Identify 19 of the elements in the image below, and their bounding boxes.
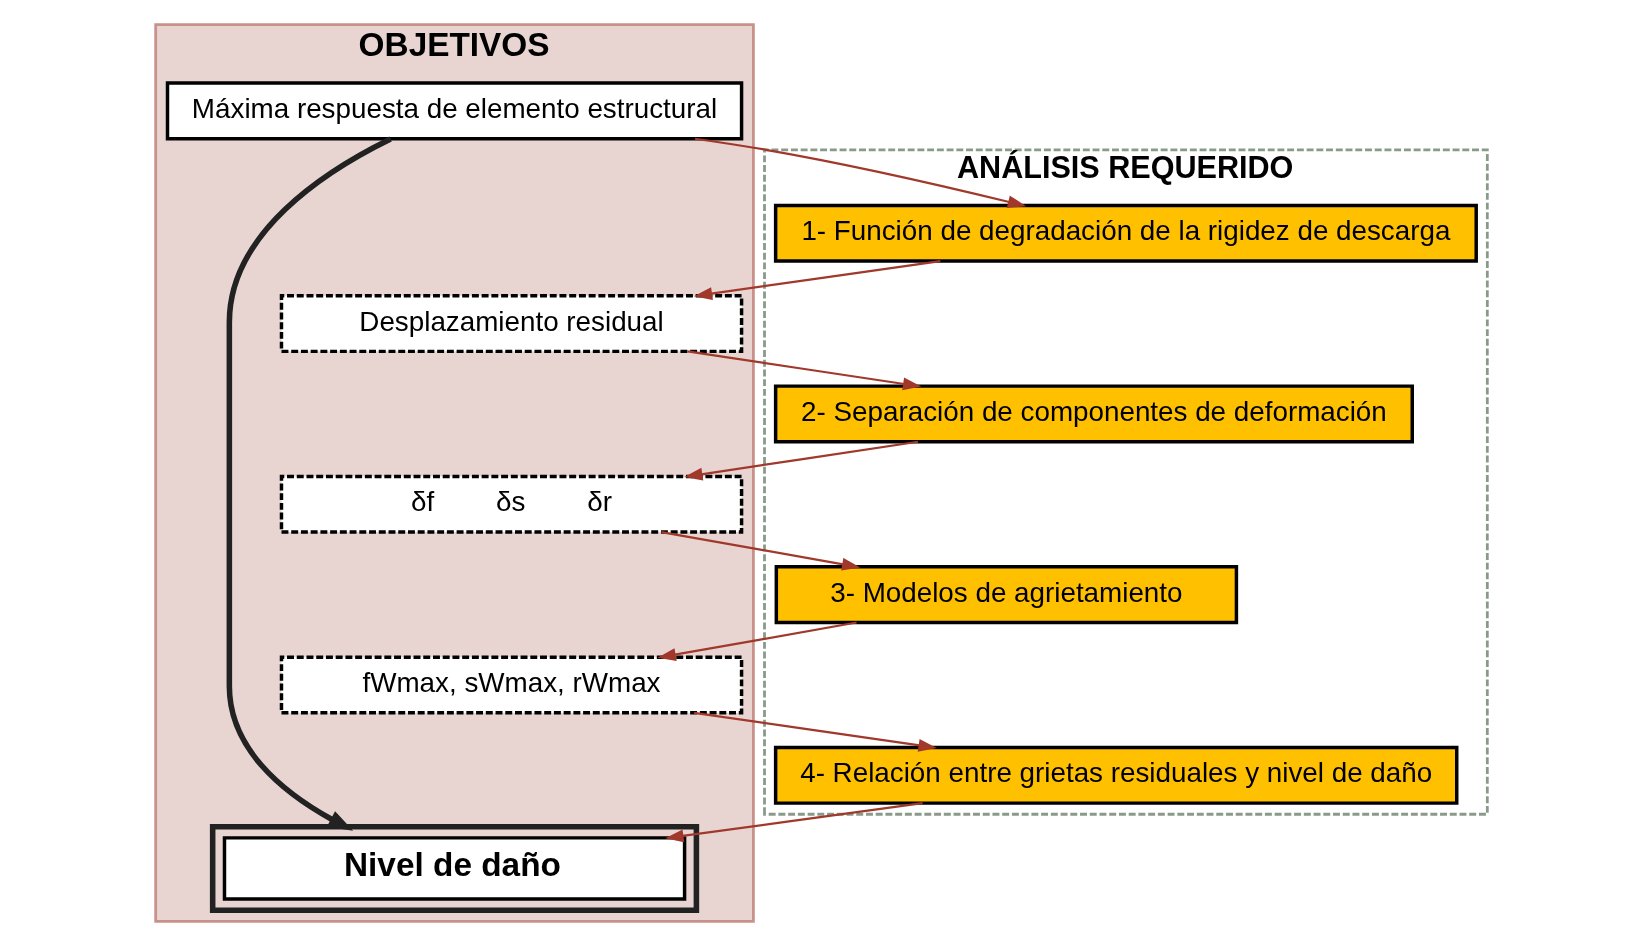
arrow — [693, 259, 940, 300]
cluster — [209, 824, 699, 913]
node-box: fWmax, sWmax, rWmax — [279, 655, 743, 715]
node-box: 2- Separación de componentes de deformación — [773, 384, 1414, 444]
node-box: Desplazamiento residual — [279, 294, 743, 354]
arrow — [694, 137, 1026, 209]
arrow — [660, 531, 860, 571]
arrow — [683, 440, 918, 481]
arrow — [226, 136, 392, 831]
node-box: 3- Modelos de agrietamiento — [774, 565, 1238, 625]
arrow — [686, 350, 921, 391]
node-box: 4- Relación entre grietas residuales y nivel de daño — [773, 745, 1458, 805]
node-box: Máxima respuesta de elemento estructural — [165, 81, 743, 141]
node-box: δf δs δr — [279, 474, 743, 534]
arrow — [664, 802, 923, 843]
arrow — [657, 621, 857, 661]
arrow — [693, 711, 937, 752]
node-box: 1- Función de degradación de la rigidez de descarga — [773, 203, 1478, 263]
node-box: Nivel de daño — [222, 836, 686, 901]
